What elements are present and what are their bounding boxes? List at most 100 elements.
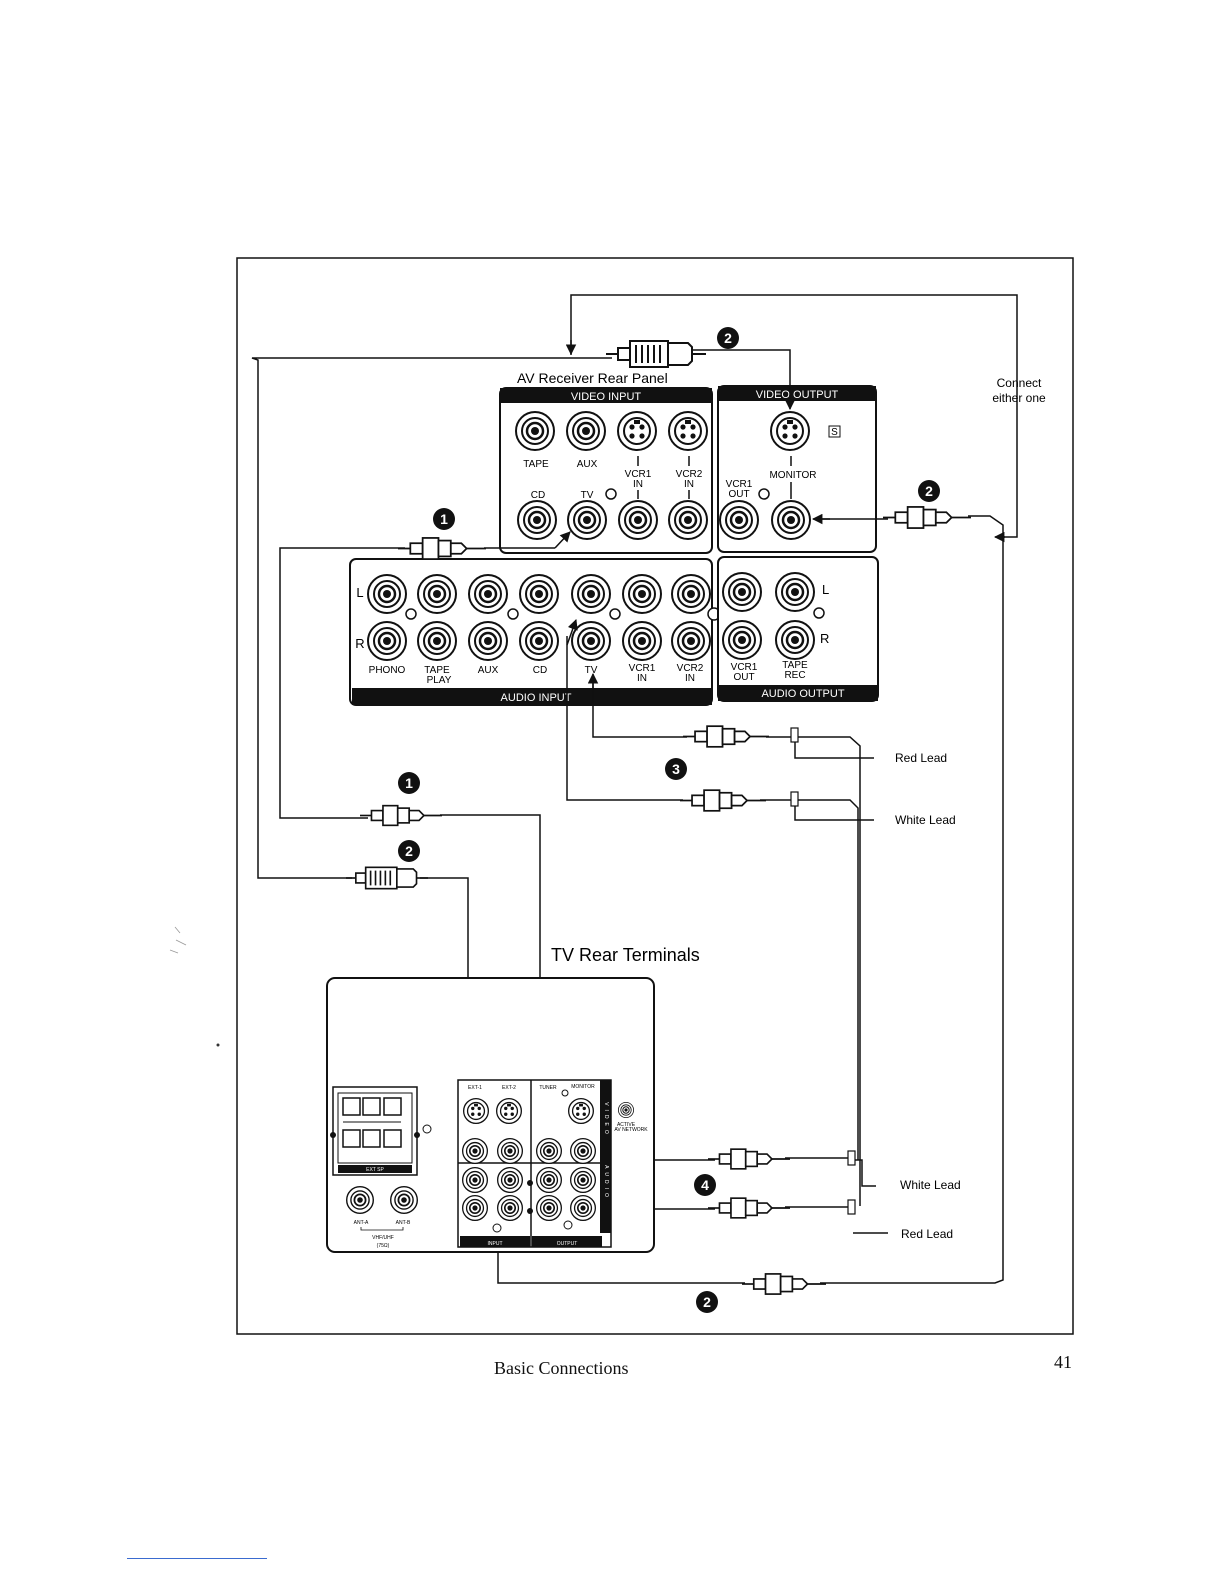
label-out-tape-rec-2: REC	[784, 670, 805, 681]
receiver-title: AV Receiver Rear Panel	[517, 370, 668, 386]
audio-in-tape-r-jack[interactable]	[417, 621, 457, 661]
footer-section-title: Basic Connections	[494, 1358, 629, 1378]
tv-audio-in1-l-jack[interactable]	[462, 1167, 488, 1193]
label-tape-play-2: PLAY	[427, 675, 452, 686]
label-vcr1-out-2: OUT	[728, 489, 749, 500]
audio-out-tape-l-jack[interactable]	[775, 572, 815, 612]
connect-either-line1: Connect	[997, 376, 1042, 390]
audio-in-aux-l-jack[interactable]	[468, 574, 508, 614]
audio-in-cd-l-jack[interactable]	[519, 574, 559, 614]
s-mark: S	[831, 427, 838, 438]
video-in-tape-jack[interactable]	[515, 411, 555, 451]
step-2-badge-right: 2	[925, 483, 933, 499]
audio-in-vcr1-r-jack[interactable]	[622, 621, 662, 661]
audio-in-cd-r-jack[interactable]	[519, 621, 559, 661]
tv-video-in1-jack[interactable]	[462, 1138, 488, 1164]
audio-out-vcr1-l-jack[interactable]	[722, 572, 762, 612]
label-out-vcr1-2: OUT	[733, 672, 754, 683]
ant-b-label: ANT-B	[396, 1220, 411, 1226]
s-video-monitor-out-jack[interactable]	[770, 411, 810, 451]
label-left-channel: L	[356, 585, 363, 600]
label-audio-aux: AUX	[478, 665, 499, 676]
audio-in-tv-r-jack[interactable]	[571, 621, 611, 661]
label-video-vcr2: VCR2	[676, 469, 703, 480]
step-1-badge-left: 1	[405, 775, 413, 791]
audio-in-tv-l-jack[interactable]	[571, 574, 611, 614]
white-lead-label-bottom: White Lead	[900, 1178, 961, 1192]
ext1-label: EXT-1	[468, 1085, 482, 1091]
step-2-badge-left: 2	[405, 843, 413, 859]
active-av-jack[interactable]	[618, 1102, 634, 1118]
s-video-in-vcr1-jack[interactable]	[617, 411, 657, 451]
label-audio-cd: CD	[533, 665, 547, 676]
step-3-badge: 3	[672, 761, 680, 777]
tv-audio-monitor-r-jack[interactable]	[570, 1195, 596, 1221]
video-in-tv-jack[interactable]	[567, 500, 607, 540]
label-audio-vcr1-in: IN	[637, 673, 647, 684]
tv-monitor-label: MONITOR	[571, 1084, 595, 1090]
audio-out-tape-r-jack[interactable]	[775, 620, 815, 660]
label-video-tv: TV	[581, 490, 594, 501]
audio-out-vcr1-r-jack[interactable]	[722, 620, 762, 660]
video-in-aux-jack[interactable]	[566, 411, 606, 451]
label-monitor: MONITOR	[769, 470, 816, 481]
audio-in-vcr2-r-jack[interactable]	[671, 621, 711, 661]
tv-audio-in2-r-jack[interactable]	[497, 1195, 523, 1221]
tv-s-video-ext2-jack[interactable]	[496, 1098, 522, 1124]
label-out-left: L	[822, 582, 829, 597]
audio-in-aux-r-jack[interactable]	[468, 621, 508, 661]
video-output-band-label: VIDEO OUTPUT	[756, 389, 839, 401]
step-4-badge: 4	[701, 1177, 709, 1193]
video-in-cd-jack[interactable]	[517, 500, 557, 540]
figure-frame	[236, 257, 1074, 1335]
tv-video-out-jack[interactable]	[536, 1138, 562, 1164]
white-lead-label-top: White Lead	[895, 813, 956, 827]
av-network-label: AV NETWORK	[614, 1127, 648, 1133]
video-in-vcr2-jack[interactable]	[668, 500, 708, 540]
tv-audio-out-l-jack[interactable]	[536, 1167, 562, 1193]
tv-s-video-ext1-jack[interactable]	[463, 1098, 489, 1124]
red-lead-label-top: Red Lead	[895, 751, 947, 765]
ground-screw	[605, 488, 617, 500]
tv-audio-out-r-jack[interactable]	[536, 1195, 562, 1221]
audio-in-phono-l-jack[interactable]	[367, 574, 407, 614]
video-out-vcr1-jack[interactable]	[719, 500, 759, 540]
scan-specks	[169, 926, 187, 954]
tv-video-in2-jack[interactable]	[497, 1138, 523, 1164]
video-input-band	[500, 388, 712, 403]
tv-rear-panel: TV Rear Terminals EXT SP ANT-A ANT-B VHF…	[326, 945, 700, 1253]
audio-vertical-label: AUDIO	[603, 1165, 609, 1201]
video-output-band	[718, 386, 876, 401]
label-video-vcr2-in: IN	[684, 479, 694, 490]
tv-s-video-monitor-jack[interactable]	[568, 1098, 594, 1124]
audio-output-band-label: AUDIO OUTPUT	[761, 688, 844, 700]
ext-sp-label: EXT SP	[366, 1167, 384, 1173]
tv-audio-in2-l-jack[interactable]	[497, 1167, 523, 1193]
rca-plug-1-tv	[360, 804, 442, 827]
footer-page-number: 41	[1054, 1352, 1072, 1372]
label-out-vcr1: VCR1	[731, 662, 758, 673]
tv-input-band: INPUT	[488, 1241, 503, 1247]
video-input-band-label: VIDEO INPUT	[571, 391, 642, 403]
rca-plug-1-receiver	[398, 537, 486, 560]
connect-either-line2: either one	[992, 391, 1046, 405]
video-out-monitor-jack[interactable]	[771, 500, 811, 540]
label-audio-tv: TV	[585, 665, 598, 676]
step-1-badge-top: 1	[440, 511, 448, 527]
audio-in-vcr1-l-jack[interactable]	[622, 574, 662, 614]
tv-audio-in1-r-jack[interactable]	[462, 1195, 488, 1221]
label-audio-vcr1: VCR1	[629, 663, 656, 674]
ant-a-jack[interactable]	[346, 1186, 374, 1214]
audio-in-tape-l-jack[interactable]	[417, 574, 457, 614]
bottom-rule	[127, 1558, 267, 1559]
tv-video-monitor-out-jack[interactable]	[570, 1138, 596, 1164]
tv-audio-monitor-l-jack[interactable]	[570, 1167, 596, 1193]
label-audio-vcr2-in: IN	[685, 673, 695, 684]
audio-in-vcr2-l-jack[interactable]	[671, 574, 711, 614]
video-in-vcr1-jack[interactable]	[618, 500, 658, 540]
label-out-right: R	[820, 631, 829, 646]
label-vcr1-out: VCR1	[726, 479, 753, 490]
s-video-in-vcr2-jack[interactable]	[668, 411, 708, 451]
ant-b-jack[interactable]	[390, 1186, 418, 1214]
audio-in-phono-r-jack[interactable]	[367, 621, 407, 661]
